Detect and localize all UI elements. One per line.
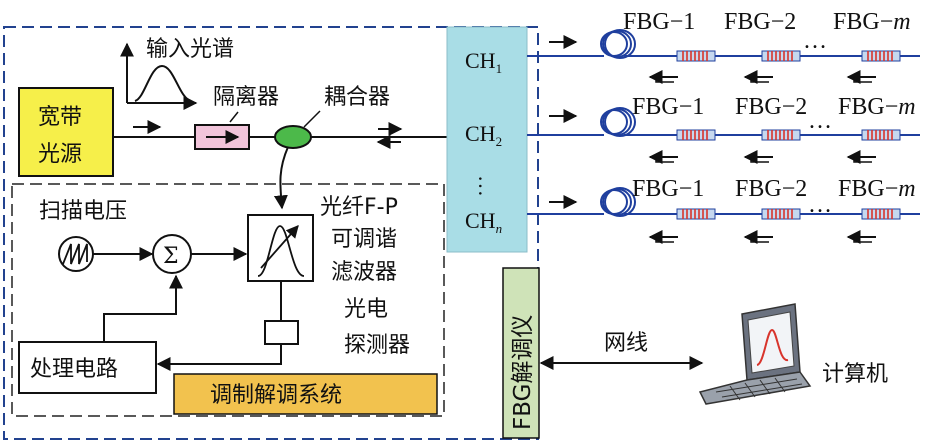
isolator-label: 隔离器: [213, 85, 279, 110]
fp-filter: [247, 214, 314, 282]
fp-filter-label-2: 可调谐: [331, 227, 397, 252]
spectrum-icon: [120, 42, 198, 110]
input-spectrum-label: 输入光谱: [146, 37, 234, 62]
broadband-source-box: [18, 87, 114, 177]
fbg-ellipsis: …: [808, 108, 832, 134]
sawtooth-icon: [58, 236, 94, 272]
scan-voltage-label: 扫描电压: [39, 199, 127, 224]
fbg-1-label: FBG−1: [632, 176, 704, 202]
network-cable-label: 网线: [604, 331, 648, 356]
mod-demod-label: 调制解调系统: [210, 383, 342, 408]
processing-circuit-label: 处理电路: [30, 357, 118, 382]
channel-switch-box: [446, 26, 528, 253]
coupler: [274, 125, 312, 149]
processing-circuit-box: [18, 341, 157, 394]
fiber-channel-2: FBG−1 FBG−2 FBG−m …: [527, 94, 920, 162]
channel-ellipsis: …: [474, 175, 499, 197]
main-system-border: [3, 26, 539, 440]
fbg-m-label: FBG−m: [833, 9, 911, 35]
sum-symbol: Σ: [163, 244, 179, 269]
fp-filter-label-1: 光纤F-P: [320, 195, 398, 220]
fbg-2-label: FBG−2: [735, 176, 807, 202]
fbg-2-label: FBG−2: [724, 9, 796, 35]
fbg-m-label: FBG−m: [838, 94, 916, 120]
channel-2-label: CH2: [465, 121, 502, 149]
photodetector-box: [264, 320, 299, 345]
broadband-source-label-1: 宽带: [38, 105, 82, 130]
fbg-m-label: FBG−m: [838, 176, 916, 202]
broadband-source-label-2: 光源: [38, 142, 82, 167]
fbg-2-label: FBG−2: [735, 94, 807, 120]
fbg-ellipsis: …: [803, 28, 827, 54]
laptop-icon: [698, 303, 812, 405]
fiber-channel-1: FBG−1 FBG−2 FBG−m …: [527, 9, 920, 82]
fbg-demodulator-box: [502, 267, 540, 439]
filter-curve-icon: [257, 225, 305, 277]
fiber-channel-n: FBG−1 FBG−2 FBG−m …: [527, 176, 920, 242]
fbg-1-label: FBG−1: [623, 9, 695, 35]
channel-n-label: CHn: [465, 208, 502, 236]
channel-1-label: CH1: [465, 48, 502, 76]
mod-demod-border: [11, 183, 445, 417]
fbg-demodulator-label: FBG解调仪: [510, 315, 536, 430]
fp-filter-label-3: 滤波器: [331, 260, 397, 285]
photodetector-label-2: 探测器: [344, 333, 410, 358]
mod-demod-box: [173, 373, 438, 415]
fbg-1-label: FBG−1: [632, 94, 704, 120]
coupler-label: 耦合器: [324, 85, 390, 110]
fbg-ellipsis: …: [808, 192, 832, 218]
computer-label: 计算机: [822, 362, 888, 387]
photodetector-label-1: 光电: [344, 297, 388, 322]
